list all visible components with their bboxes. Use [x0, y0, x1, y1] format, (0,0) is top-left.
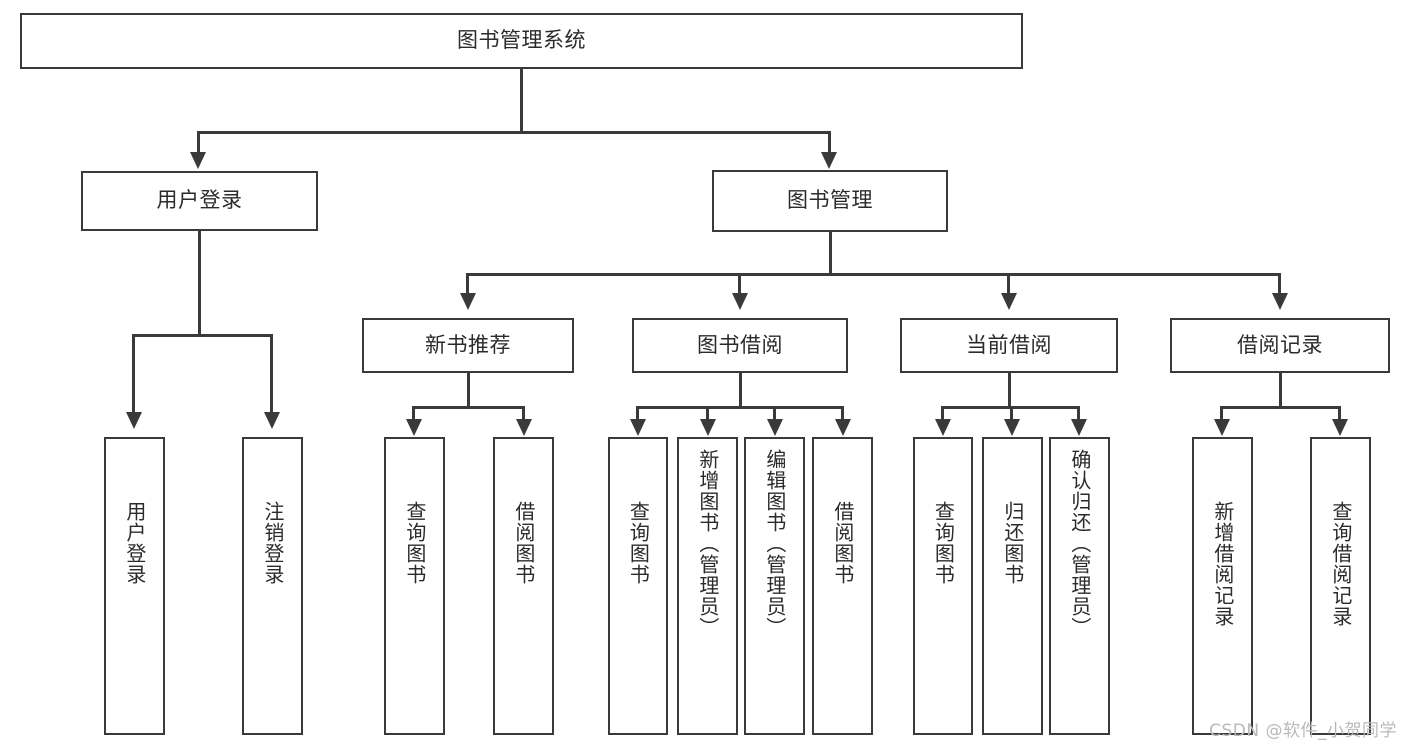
edge-cur-drop-3	[1077, 406, 1080, 422]
node-leaf-cur-confirm[interactable]: 确认归还（管理员）	[1049, 437, 1110, 735]
node-book-borrow[interactable]: 图书借阅	[632, 318, 848, 373]
node-label: 借阅图书	[830, 501, 855, 585]
edge-user-login-drop-1	[132, 334, 135, 414]
node-leaf-rec-borrow-book[interactable]: 借阅图书	[493, 437, 554, 735]
edge-root-stem	[520, 69, 523, 133]
node-label: 借阅图书	[511, 501, 536, 585]
arrowhead-user-login	[190, 152, 206, 169]
node-book-manage[interactable]: 图书管理	[712, 170, 948, 232]
node-leaf-cur-return-book[interactable]: 归还图书	[982, 437, 1043, 735]
arrowhead-leaf-rec-add-record	[1214, 419, 1230, 436]
edge-bm-drop-4	[1278, 273, 1281, 295]
node-leaf-bor-borrow-book[interactable]: 借阅图书	[812, 437, 873, 735]
node-label: 借阅记录	[1237, 332, 1323, 357]
arrowhead-leaf-bor-borrow-book	[835, 419, 851, 436]
node-label: 查询图书	[626, 501, 651, 585]
node-label: 查询图书	[931, 501, 956, 585]
node-label: 归还图书	[1000, 501, 1025, 585]
node-label: 查询图书	[402, 501, 427, 585]
edge-bor-drop-3	[773, 406, 776, 422]
arrowhead-book-manage	[821, 152, 837, 169]
arrowhead-current-borrow	[1001, 293, 1017, 310]
arrowhead-leaf-bor-add-book	[700, 419, 716, 436]
edge-bor-drop-2	[706, 406, 709, 422]
arrowhead-leaf-cur-return-book	[1004, 419, 1020, 436]
arrowhead-leaf-bor-edit-book	[767, 419, 783, 436]
edge-cur-drop-2	[1010, 406, 1013, 422]
arrowhead-leaf-cur-confirm	[1071, 419, 1087, 436]
node-new-book-recommend[interactable]: 新书推荐	[362, 318, 574, 373]
edge-book-manage-stem	[829, 232, 832, 276]
edge-cur-stem	[1008, 373, 1011, 409]
node-leaf-bor-add-book[interactable]: 新增图书（管理员）	[677, 437, 738, 735]
edge-rec-bus	[412, 406, 525, 409]
edge-book-manage-bus	[466, 273, 1281, 276]
node-label: 查询借阅记录	[1328, 501, 1353, 627]
edge-user-login-stem	[198, 231, 201, 337]
edge-bm-drop-3	[1007, 273, 1010, 295]
node-label: 用户登录	[156, 188, 243, 213]
edge-rec-drop-1	[412, 406, 415, 422]
node-leaf-user-login[interactable]: 用户登录	[104, 437, 165, 735]
edge-bm-drop-2	[738, 273, 741, 295]
node-label: 确认归还（管理员）	[1067, 449, 1092, 638]
arrowhead-leaf-user-login	[126, 412, 142, 429]
node-label: 用户登录	[122, 501, 147, 585]
edge-root-bus	[197, 131, 831, 134]
node-leaf-bor-edit-book[interactable]: 编辑图书（管理员）	[744, 437, 805, 735]
edge-brec-bus	[1220, 406, 1340, 409]
edge-brec-stem	[1279, 373, 1282, 409]
edge-bor-stem	[739, 373, 742, 409]
arrowhead-new-book-recommend	[460, 293, 476, 310]
node-label: 图书管理	[787, 188, 873, 213]
edge-brec-drop-2	[1338, 406, 1341, 422]
arrowhead-borrow-record	[1272, 293, 1288, 310]
node-leaf-rec-query-record[interactable]: 查询借阅记录	[1310, 437, 1371, 735]
edge-bor-drop-4	[841, 406, 844, 422]
edge-user-login-bus	[132, 334, 270, 337]
node-root-system[interactable]: 图书管理系统	[20, 13, 1023, 69]
node-leaf-user-logout[interactable]: 注销登录	[242, 437, 303, 735]
edge-bor-bus	[636, 406, 844, 409]
node-borrow-record[interactable]: 借阅记录	[1170, 318, 1390, 373]
arrowhead-leaf-user-logout	[264, 412, 280, 429]
node-label: 编辑图书（管理员）	[762, 449, 787, 638]
node-leaf-rec-query-book[interactable]: 查询图书	[384, 437, 445, 735]
node-label: 新书推荐	[425, 332, 511, 357]
arrowhead-leaf-cur-query-book	[935, 419, 951, 436]
node-leaf-bor-query-book[interactable]: 查询图书	[608, 437, 668, 735]
node-user-login[interactable]: 用户登录	[81, 171, 318, 231]
node-current-borrow[interactable]: 当前借阅	[900, 318, 1118, 373]
arrowhead-leaf-rec-borrow-book	[516, 419, 532, 436]
node-leaf-rec-add-record[interactable]: 新增借阅记录	[1192, 437, 1253, 735]
node-leaf-cur-query-book[interactable]: 查询图书	[913, 437, 973, 735]
edge-root-to-book-manage	[828, 131, 831, 155]
node-label: 当前借阅	[966, 332, 1052, 357]
node-label: 注销登录	[260, 501, 285, 585]
edge-brec-drop-1	[1220, 406, 1223, 422]
edge-bm-drop-1	[466, 273, 469, 295]
edge-rec-drop-2	[522, 406, 525, 422]
edge-cur-drop-1	[941, 406, 944, 422]
node-label: 图书管理系统	[457, 28, 586, 53]
arrowhead-leaf-bor-query-book	[630, 419, 646, 436]
node-label: 新增图书（管理员）	[695, 449, 720, 638]
node-label: 图书借阅	[697, 332, 783, 357]
arrowhead-book-borrow	[732, 293, 748, 310]
edge-root-to-user-login	[197, 131, 200, 155]
edge-bor-drop-1	[636, 406, 639, 422]
edge-user-login-drop-2	[270, 334, 273, 414]
node-label: 新增借阅记录	[1210, 501, 1235, 627]
arrowhead-leaf-rec-query-book	[406, 419, 422, 436]
arrowhead-leaf-rec-query-record	[1332, 419, 1348, 436]
edge-rec-stem	[467, 373, 470, 409]
